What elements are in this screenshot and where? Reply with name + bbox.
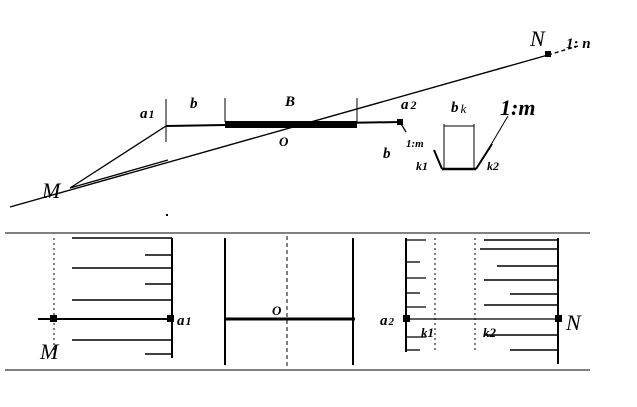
label-O-top: O (279, 134, 289, 149)
slope-n-extension (547, 45, 579, 56)
point-M-marker (50, 315, 57, 322)
ground-line (9, 54, 549, 208)
label-slope-m-small: 1:m (406, 138, 424, 150)
plan-view: a1 O a2 k1 k2 N M (5, 232, 590, 371)
slope-m-leader (488, 115, 509, 149)
point-a2-bottom-marker (403, 315, 410, 322)
stray-dot (166, 214, 168, 216)
right-hatching (480, 239, 557, 351)
label-M-bottom: M (39, 339, 60, 364)
label-a1-top: a1 (140, 106, 155, 122)
point-N-marker (545, 51, 551, 57)
label-a1-bottom: a1 (177, 313, 192, 329)
label-k2-top: k2 (487, 159, 499, 173)
label-a2-bottom: a2 (380, 313, 395, 329)
m-line-lower (69, 159, 169, 189)
ditch-left-wall (433, 149, 443, 170)
slope-down-right (399, 121, 407, 133)
label-k1-top: k1 (416, 159, 428, 173)
m-line-upper (69, 125, 167, 189)
label-b-right: b (383, 146, 391, 162)
label-k1-bottom: k1 (421, 325, 434, 340)
label-N-top: N (529, 26, 546, 51)
label-O-bottom: O (272, 303, 282, 318)
label-slope-m-big: 1:m (500, 95, 535, 120)
label-slope-n: 1: n (566, 36, 591, 52)
ditch-hatching-k1 (406, 239, 426, 351)
label-N-bottom: N (565, 310, 582, 335)
carriageway-B (225, 121, 357, 128)
point-a1-marker (167, 315, 174, 322)
label-k2-bottom: k2 (483, 325, 497, 340)
point-N-bottom-marker (555, 315, 562, 322)
label-b-left: b (190, 96, 198, 112)
label-M-top: M (41, 178, 62, 203)
label-B: B (284, 94, 295, 110)
left-hatching (72, 237, 172, 355)
